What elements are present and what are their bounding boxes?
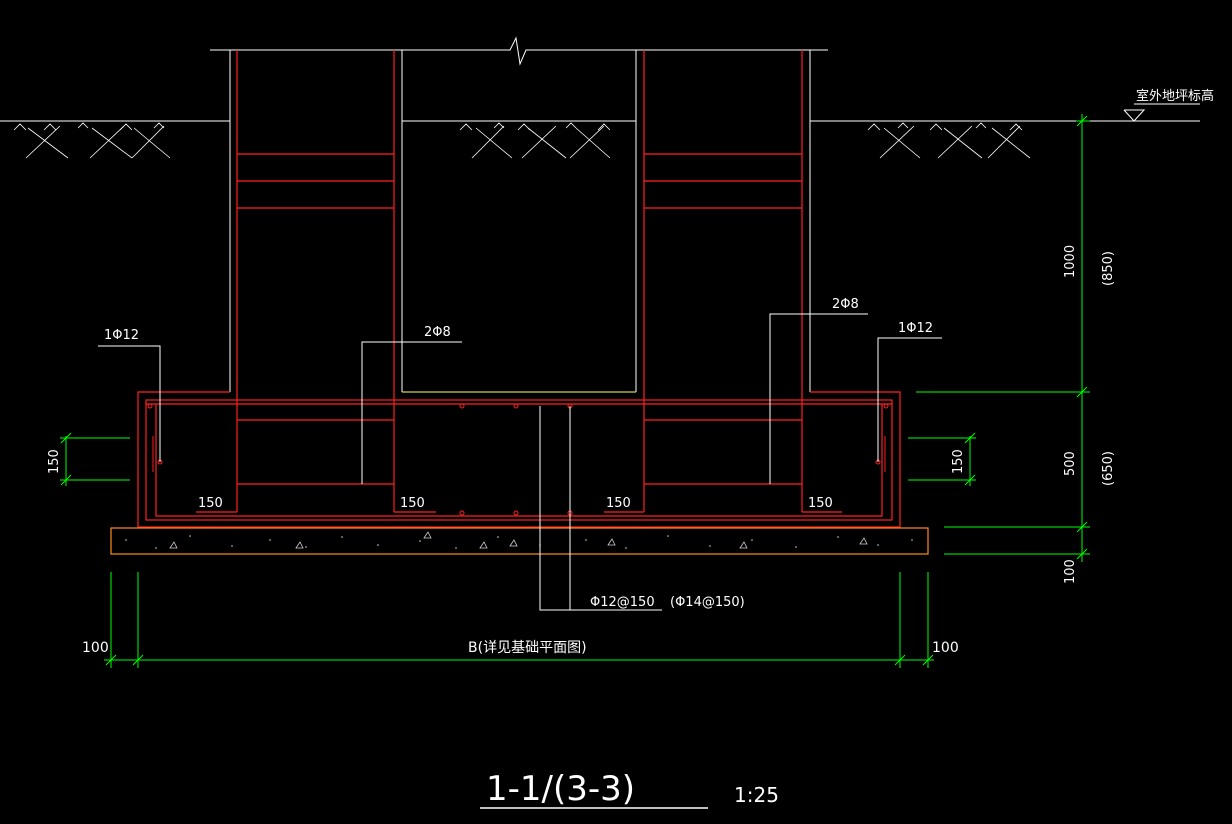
rebar-bottom-alt-label: (Φ14@150) — [670, 595, 745, 610]
rebar-mid-right-label: 2Φ8 — [832, 297, 859, 312]
dim-height-footing: 500 — [1063, 451, 1078, 476]
anchor-dim-2: 150 — [400, 496, 425, 511]
bedding-layer — [110, 527, 929, 555]
rebar-bottom-label: Φ12@150 — [590, 595, 655, 610]
rebar-dots — [147, 403, 889, 516]
dim-right-edge: 100 — [932, 640, 959, 656]
dim-height-bedding: 100 — [1063, 559, 1078, 584]
side-bars — [152, 436, 886, 472]
scale-label: 1:25 — [734, 783, 779, 807]
footing-outline — [137, 391, 901, 528]
dim-side-right: 150 — [951, 449, 966, 474]
walls-outer — [229, 50, 811, 392]
anchor-dim-3: 150 — [606, 496, 631, 511]
elevation-marker — [1090, 103, 1200, 122]
dim-height-upper-alt: (850) — [1101, 251, 1116, 286]
wall-rebar — [196, 50, 842, 513]
dim-left-edge: 100 — [82, 640, 109, 656]
rebar-right-top-label: 1Φ12 — [898, 321, 933, 336]
dim-height-upper: 1000 — [1063, 245, 1078, 278]
section-title: 1-1/(3-3) — [486, 769, 635, 809]
anchor-dim-1: 150 — [198, 496, 223, 511]
ground-elevation-label: 室外地坪标高 — [1136, 88, 1214, 104]
dim-side-left: 150 — [47, 449, 62, 474]
rebar-mid-left-label: 2Φ8 — [424, 325, 451, 340]
top-break-line — [210, 36, 828, 66]
span-dimension-label: B(详见基础平面图) — [468, 639, 587, 656]
rebar-left-top-label: 1Φ12 — [104, 328, 139, 343]
dim-height-footing-alt: (650) — [1101, 451, 1116, 486]
anchor-dim-4: 150 — [808, 496, 833, 511]
leaders — [98, 313, 942, 611]
dimension-lines — [60, 114, 1090, 668]
soil-hatch — [13, 122, 1031, 159]
